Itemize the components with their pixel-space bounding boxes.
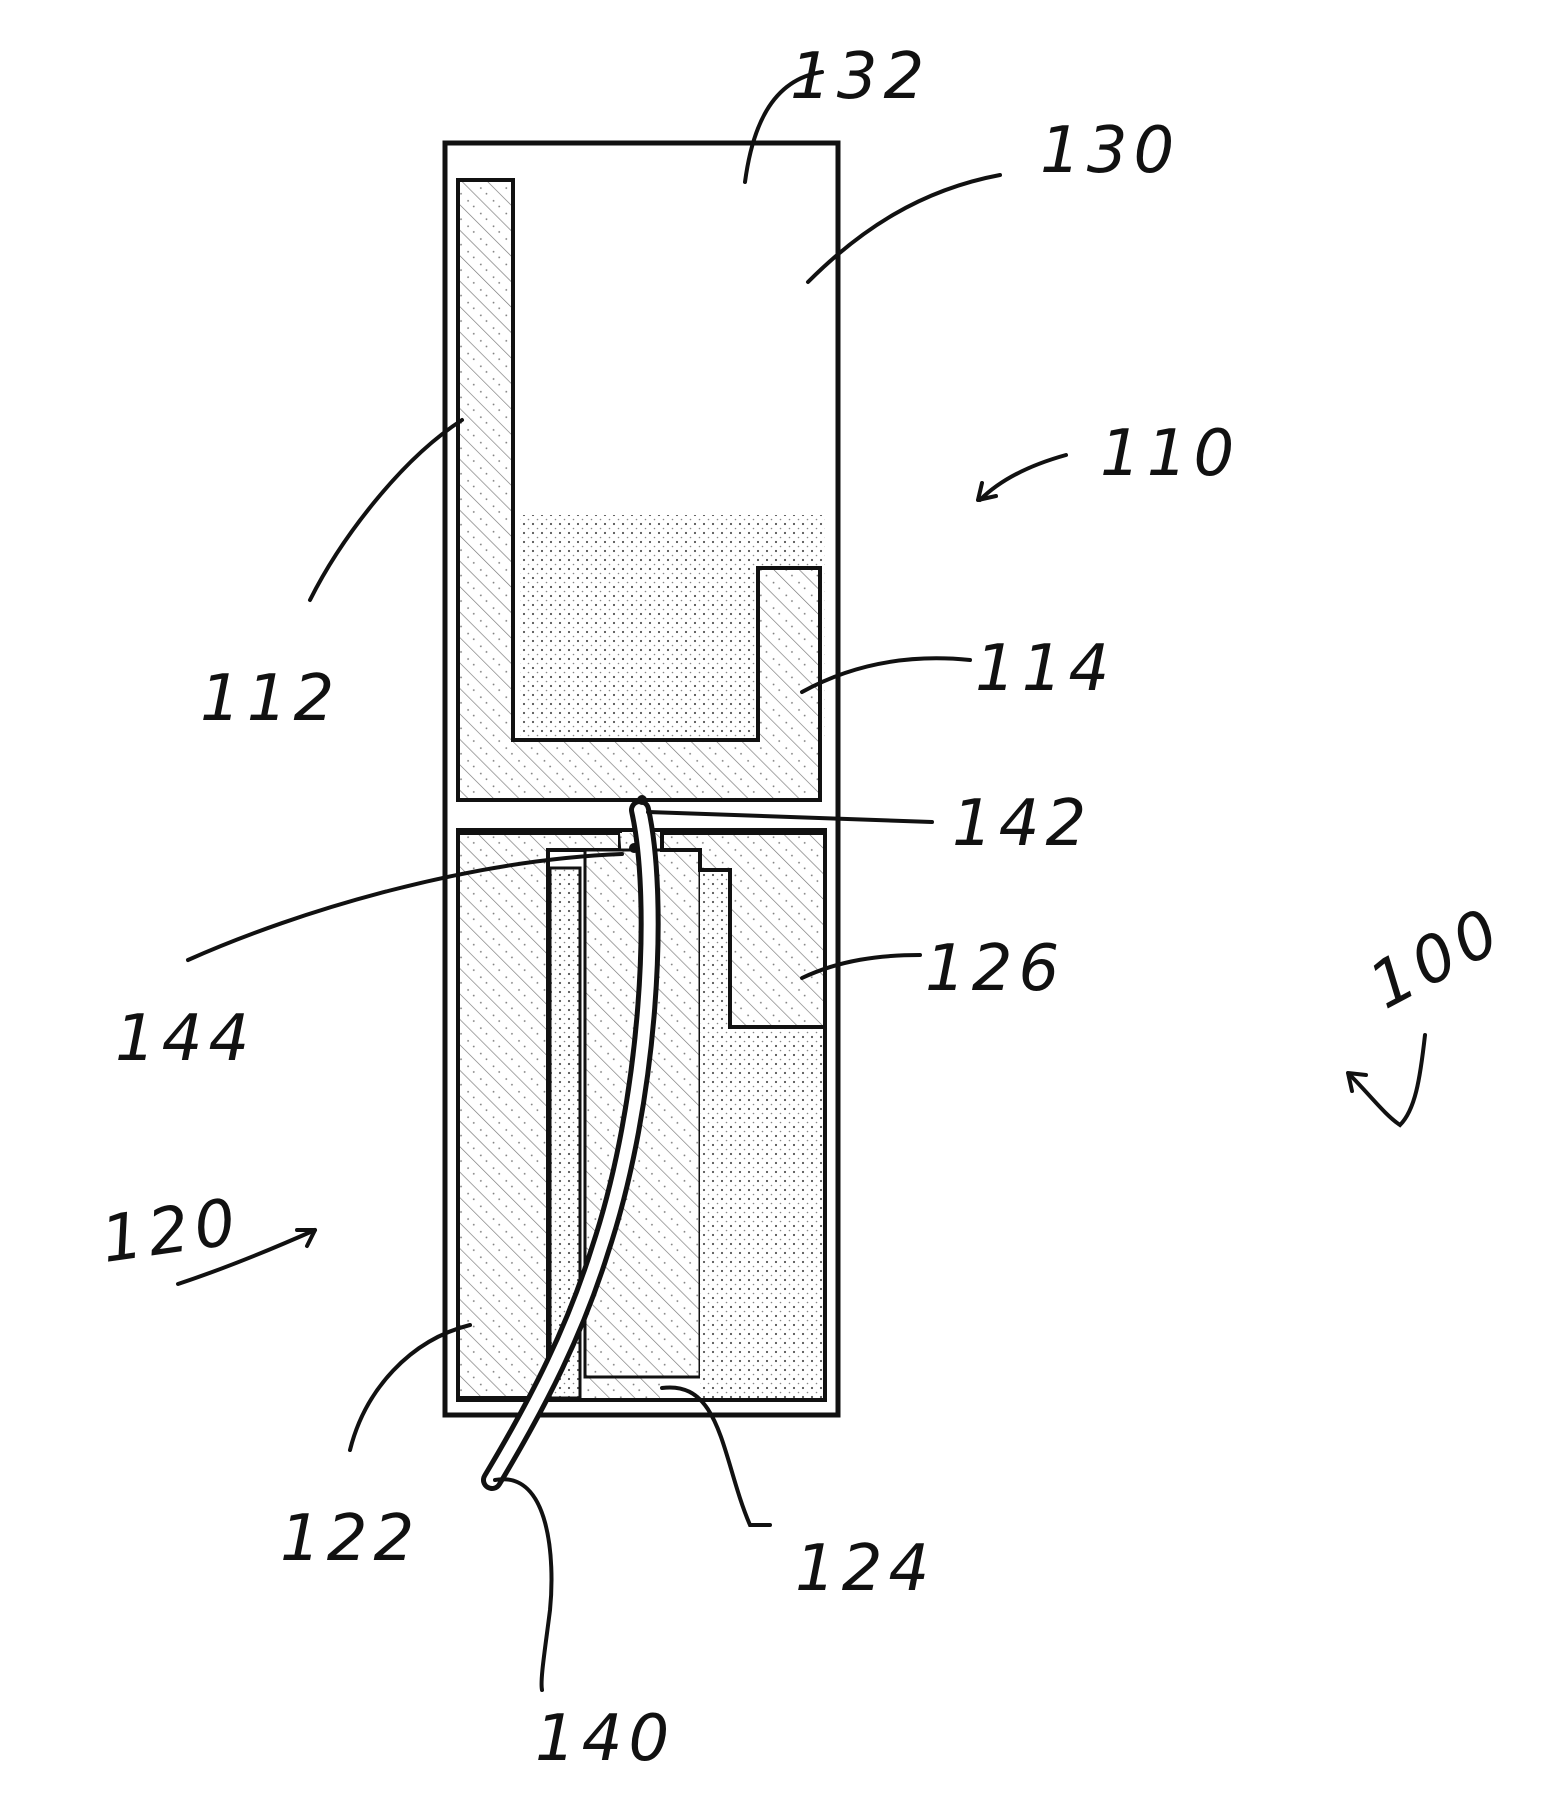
leader-110 xyxy=(980,455,1066,500)
leader-100 xyxy=(1350,1035,1425,1125)
label-100: 100 xyxy=(1358,893,1516,1024)
label-132: 132 xyxy=(790,40,930,114)
label-144: 144 xyxy=(115,1002,255,1076)
label-142: 142 xyxy=(952,787,1092,861)
feed-point-142 xyxy=(637,795,647,805)
label-122: 122 xyxy=(280,1502,420,1576)
label-112: 112 xyxy=(200,662,340,736)
label-114: 114 xyxy=(975,632,1115,706)
label-120: 120 xyxy=(97,1185,246,1278)
label-130: 130 xyxy=(1040,114,1180,188)
label-110: 110 xyxy=(1100,417,1240,491)
mid-dotted-strip xyxy=(700,870,730,1025)
lower-dotted-region xyxy=(700,1025,825,1398)
label-126: 126 xyxy=(925,932,1065,1006)
leader-112 xyxy=(310,420,462,600)
label-140: 140 xyxy=(535,1702,675,1776)
feed-point-144 xyxy=(629,843,639,853)
label-124: 124 xyxy=(795,1532,935,1606)
leader-140 xyxy=(495,1479,551,1690)
